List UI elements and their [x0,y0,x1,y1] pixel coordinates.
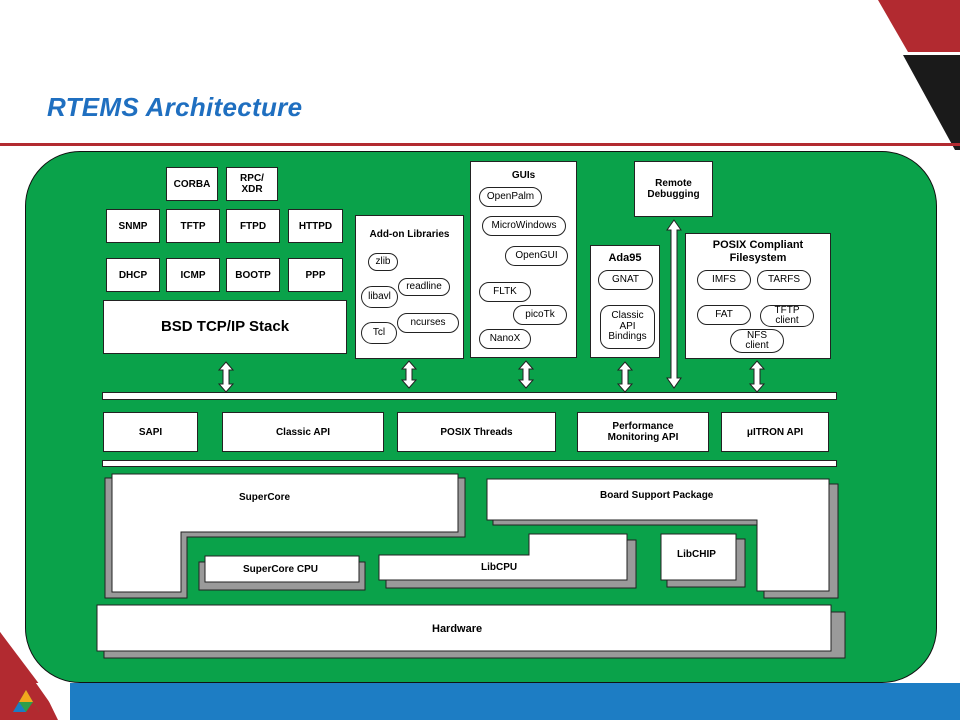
zlib-item: zlib [368,253,398,271]
tarfs-item: TARFS [757,270,811,290]
xdr-label: XDR [241,184,263,195]
dhcp-label: DHCP [118,269,148,281]
bindings-line-2: API [619,320,636,332]
ppp-box: PPP [288,258,343,292]
snmp-label: SNMP [118,220,148,232]
corba-label: CORBA [173,178,211,190]
bootp-label: BOOTP [235,269,271,281]
bindings-line-1: Classic [611,310,644,322]
itron-api-label: μITRON API [746,426,804,438]
icmp-label: ICMP [180,269,206,281]
supercore-shape [111,473,459,593]
supercore-label: SuperCore [239,492,291,503]
picotk-item: picoTk [513,305,567,325]
nfs-client-item: NFS client [730,329,784,353]
logo-icon [13,690,39,712]
addon-libraries-title: Add-on Libraries [369,229,450,240]
posix-threads-label: POSIX Threads [440,426,513,438]
hardware-label: Hardware [432,623,483,635]
posix-filesystem-title: POSIX Compliant Filesystem [685,239,831,264]
performance-label-line-1: Performance [612,421,674,432]
libavl-item: libavl [361,286,398,308]
remote-label: Remote [655,178,692,189]
corba-box: CORBA [166,167,218,201]
guis-title: GUIs [511,170,536,181]
bootp-box: BOOTP [226,258,280,292]
httpd-label: HTTPD [298,220,333,232]
libcpu-shape [378,533,628,581]
openpalm-item: OpenPalm [479,187,542,207]
guis-arrow [517,360,535,389]
performance-monitoring-api-box: Performance Monitoring API [577,412,709,452]
addon-libraries-arrow [400,360,418,389]
sapi-box: SAPI [103,412,198,452]
classic-api-label: Classic API [275,426,331,438]
top-right-red-stripe [878,0,960,52]
remote-debugging-arrow [666,219,682,389]
rpc-xdr-box: RPC/ XDR [226,167,278,201]
libcpu-label: LibCPU [481,562,518,573]
ftpd-box: FTPD [226,209,280,243]
posix-title-line-1: POSIX Compliant [712,239,804,251]
supercore-cpu-shape [204,555,360,583]
lower-interface-bar [102,460,837,467]
performance-label-line-2: Monitoring API [607,432,679,443]
ada95-title: Ada95 [608,252,642,264]
title-divider [0,143,960,146]
gnat-item: GNAT [598,270,653,290]
top-right-black-stripe [903,55,960,150]
ncurses-item: ncurses [397,313,459,333]
nfs-client-line-2: client [745,340,769,351]
fat-item: FAT [697,305,751,325]
debugging-label: Debugging [647,189,700,200]
microwindows-item: MicroWindows [482,216,566,236]
hardware-shape [96,604,832,652]
footer-white-wedge [40,683,70,720]
footer-red-wedge [0,632,62,720]
ftpd-label: FTPD [239,220,267,232]
bindings-line-3: Bindings [608,331,647,343]
snmp-box: SNMP [106,209,160,243]
readline-item: readline [398,278,450,296]
nfs-client-line-1: NFS [747,329,767,341]
libchip-label: LibCHIP [677,549,716,560]
dhcp-box: DHCP [106,258,160,292]
fltk-item: FLTK [479,282,531,302]
tcl-item: Tcl [361,322,397,344]
opengui-item: OpenGUI [505,246,568,266]
tftp-client-line-2: client [775,315,799,326]
posix-threads-box: POSIX Threads [397,412,556,452]
libchip-shape [660,533,737,581]
remote-debugging-box: Remote Debugging [634,161,713,217]
tftp-box: TFTP [166,209,220,243]
tftp-client-item: TFTP client [760,305,814,327]
footer-band [0,683,960,720]
tftp-client-line-1: TFTP [774,304,800,316]
sapi-label: SAPI [138,426,163,438]
supercore-cpu-label: SuperCore CPU [243,564,319,575]
nanox-item: NanoX [479,329,531,349]
bsp-label: Board Support Package [600,490,714,501]
bsp-shape [486,478,830,592]
bsd-stack-label: BSD TCP/IP Stack [160,317,290,335]
posix-title-line-2: Filesystem [729,251,787,264]
httpd-box: HTTPD [288,209,343,243]
upper-interface-bar [102,392,837,400]
slide-title: RTEMS Architecture [47,92,303,122]
rpc-label: RPC/ [240,173,264,184]
ppp-label: PPP [305,269,326,281]
icmp-box: ICMP [166,258,220,292]
itron-api-box: μITRON API [721,412,829,452]
tftp-label: TFTP [180,220,206,232]
classic-api-bindings-item: Classic API Bindings [600,305,655,349]
classic-api-box: Classic API [222,412,384,452]
bsd-tcpip-stack-box: BSD TCP/IP Stack [103,300,347,354]
imfs-item: IMFS [697,270,751,290]
